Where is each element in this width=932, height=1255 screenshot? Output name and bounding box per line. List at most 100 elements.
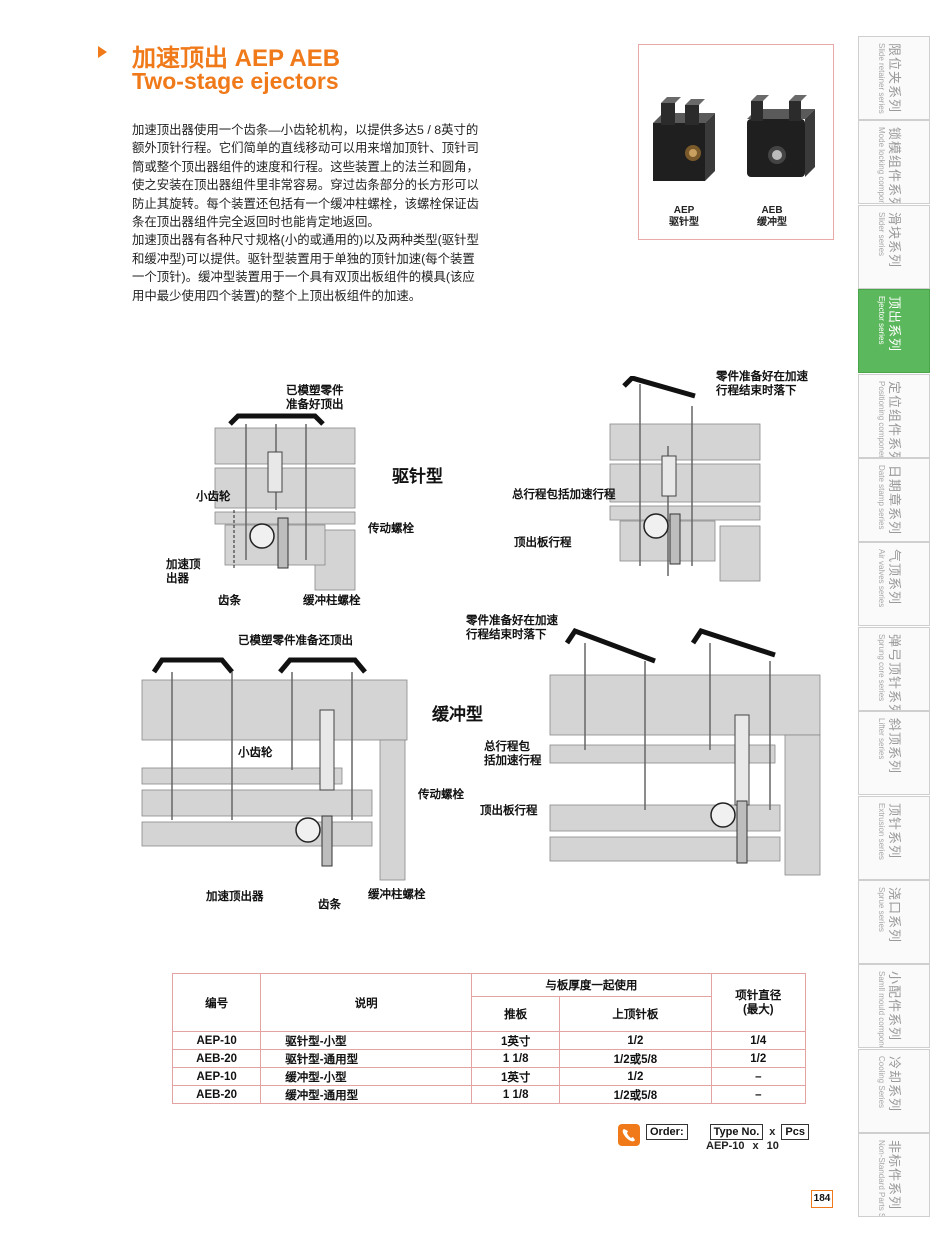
table-cell-push: 1 1/8 xyxy=(471,1085,561,1104)
diagram-driving-ready xyxy=(214,413,356,591)
page-number: 184 xyxy=(811,1190,833,1208)
diagram-buffer-ready xyxy=(141,657,408,881)
sidebar-tab-en: Mode locking component series xyxy=(877,127,886,205)
th-code: 编号 xyxy=(171,973,262,1032)
d3-ejector-label: 加速顶出器 xyxy=(206,891,264,903)
table-cell-code: AEP-10 xyxy=(171,1031,262,1050)
table-cell-upper: 1/2 xyxy=(559,1067,712,1086)
sidebar-tab-en: Slider series xyxy=(877,211,886,256)
page-subtitle: Two-stage ejectors xyxy=(132,68,339,94)
sidebar-tab-cn: 限位夹系列 xyxy=(887,43,902,114)
th-push: 推板 xyxy=(471,996,561,1032)
page-title: 加速顶出 AEP AEB xyxy=(132,45,341,72)
sidebar-tab-en: Positioning components series xyxy=(877,380,886,458)
sidebar-tab-en: Cooling Series xyxy=(877,1055,886,1108)
order-example-qty: 10 xyxy=(766,1140,779,1152)
table-cell-desc: 驱针型-小型 xyxy=(260,1031,473,1050)
sidebar-tab-cn: 小配件系列 xyxy=(887,971,902,1042)
d3-buffer-bolt-label: 缓冲柱螺栓 xyxy=(368,889,426,901)
photo-label-aep-type: 驱针型 xyxy=(669,217,699,228)
sidebar-tab-cn: 弹弓顶针系列 xyxy=(887,633,902,711)
table-cell-push: 1英寸 xyxy=(471,1031,561,1050)
th-desc: 说明 xyxy=(260,973,473,1032)
aep-block-icon xyxy=(653,97,715,181)
sidebar-tab-cn: 浇口系列 xyxy=(887,887,902,944)
aeb-block-icon xyxy=(747,95,815,177)
sidebar-tab-en: Samll mould components series xyxy=(877,971,886,1049)
order-format: Order: Type No. x Pcs xyxy=(646,1124,809,1140)
d2-plate-label: 顶出板行程 xyxy=(514,537,572,549)
sidebar-tab-cn: 日期章系列 xyxy=(887,465,902,536)
product-photo-drawing xyxy=(653,95,815,181)
sidebar-tab-en: Slide retainer series xyxy=(877,43,886,114)
order-x: x xyxy=(769,1126,776,1138)
diagram-driving-end xyxy=(609,376,761,582)
product-photo: AEP 驱针型 AEB 缓冲型 xyxy=(638,44,834,240)
d2-total-label: 总行程包括加速行程 xyxy=(512,489,616,501)
table-cell-upper: 1/2或5/8 xyxy=(559,1049,712,1068)
d1-molded-label: 已模塑零件 准备好顶出 xyxy=(286,385,344,411)
phone-icon xyxy=(618,1124,640,1146)
sidebar-tab-cn: 非标件系列 xyxy=(887,1140,902,1211)
sidebar-tab-en: Non-Standard Parts Series xyxy=(877,1140,886,1218)
sidebar-tab-en: Date stamp series xyxy=(877,465,886,530)
sidebar-tab-en: Sprung core series xyxy=(877,633,886,701)
sidebar-tab-en: Extrusion series xyxy=(877,802,886,860)
d1-drive-bolt-label: 传动螺栓 xyxy=(368,523,414,535)
d1-buffer-bolt-label: 缓冲柱螺栓 xyxy=(303,595,361,607)
d4-ready-label: 零件准备好在加速 行程结束时落下 xyxy=(466,615,558,641)
d2-ready-label: 零件准备好在加速 行程结束时落下 xyxy=(716,371,808,397)
d1-rack-label: 齿条 xyxy=(218,595,241,607)
sidebar-tab-cn: 锁模组件系列 xyxy=(887,127,902,205)
type-label-driving: 驱针型 xyxy=(392,467,443,486)
table-cell-pin: 1/2 xyxy=(710,1049,807,1068)
photo-label-aep: AEP xyxy=(673,205,695,216)
sidebar-tab-cn: 顶出系列 xyxy=(887,296,902,353)
order-pcs: Pcs xyxy=(781,1124,809,1140)
d3-pinion-label: 小齿轮 xyxy=(238,747,273,759)
th-group: 与板厚度一起使用 xyxy=(471,973,712,997)
sidebar-tab-cn: 斜顶系列 xyxy=(887,718,902,775)
sidebar-tab-cn: 定位组件系列 xyxy=(887,380,902,458)
intro-text: 加速顶出器使用一个齿条—小齿轮机构，以提供多达5 / 8英寸的额外顶针行程。它们… xyxy=(132,121,482,305)
d3-molded-label: 已模塑零件准备还顶出 xyxy=(238,635,353,647)
order-example: AEP-10 x 10 xyxy=(706,1140,779,1152)
table-cell-upper: 1/2或5/8 xyxy=(559,1085,712,1104)
table-cell-push: 1 1/8 xyxy=(471,1049,561,1068)
sidebar-tab-en: Lifter series xyxy=(877,718,886,760)
table-cell-code: AEB-20 xyxy=(171,1085,262,1104)
diagram-buffer-end xyxy=(549,627,821,876)
table-cell-upper: 1/2 xyxy=(559,1031,712,1050)
d4-plate-label: 顶出板行程 xyxy=(480,805,538,817)
d1-ejector-label: 加速顶 出器 xyxy=(166,559,201,585)
table-cell-desc: 驱针型-通用型 xyxy=(260,1049,473,1068)
